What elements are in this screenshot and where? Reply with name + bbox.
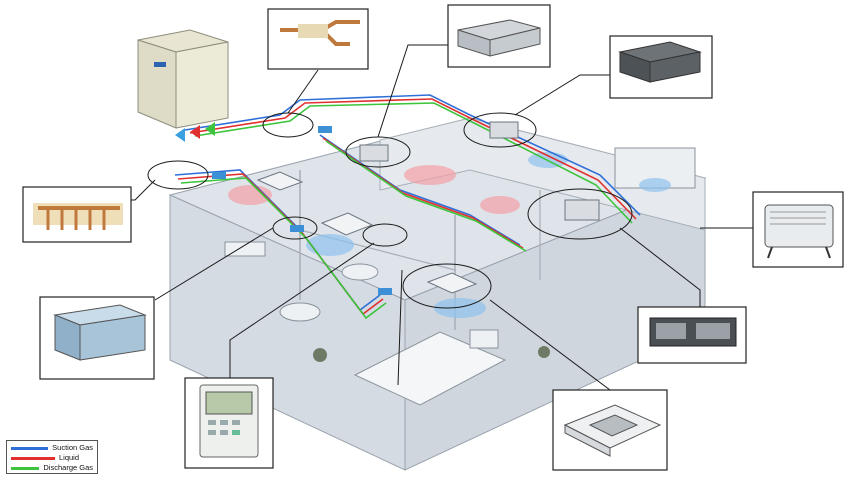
round-table — [341, 263, 379, 281]
leader-line — [154, 227, 274, 301]
ceiling-concealed-unit-icon — [618, 41, 702, 83]
flow-arrow-blue — [175, 128, 185, 142]
outdoor-unit-logo — [154, 62, 166, 67]
cassette-unit — [426, 272, 478, 294]
liquid-pipe — [189, 98, 637, 220]
leader-line — [229, 242, 375, 378]
discharge-gas-pipe — [325, 140, 527, 252]
suction-gas-pipe — [184, 94, 641, 216]
leader-line — [514, 74, 610, 116]
legend-row-suction: Suction Gas — [11, 443, 93, 453]
high-static-duct-unit-icon — [649, 317, 737, 347]
leader-line — [128, 179, 156, 201]
convector-heater-icon — [764, 204, 834, 259]
flow-arrow-red — [190, 125, 200, 139]
zoom-circle — [463, 112, 537, 148]
legend-row-liquid: Liquid — [11, 453, 93, 463]
zoom-circles — [147, 112, 633, 309]
indoor-units — [212, 121, 600, 295]
cold-air-plume — [434, 298, 486, 318]
ducted-indoor-unit-icon — [457, 19, 541, 57]
bs-box — [378, 288, 392, 295]
legend-label-suction: Suction Gas — [52, 443, 93, 452]
conference-table — [353, 331, 507, 406]
legend-label-liquid: Liquid — [59, 453, 80, 462]
outdoor-unit-front — [137, 39, 177, 129]
warm-air-plume — [404, 165, 456, 185]
bs-box — [318, 126, 332, 133]
duct-unit — [359, 144, 389, 162]
round-table — [279, 302, 321, 322]
desk — [224, 241, 266, 257]
leader-line — [287, 69, 319, 114]
cassette-unit-icon — [563, 404, 662, 457]
callout-box-refnet-joint — [267, 8, 369, 70]
outdoor-unit — [137, 29, 229, 142]
legend-swatch-discharge — [11, 466, 40, 470]
refnet-joint-icon — [280, 20, 360, 46]
legend-row-discharge: Discharge Gas — [11, 463, 93, 473]
flow-arrow-green — [205, 122, 215, 136]
cold-air-plume — [639, 178, 671, 192]
bs-box — [212, 172, 226, 179]
refnet-header-icon — [33, 203, 123, 230]
pipe-legend: Suction Gas Liquid Discharge Gas — [6, 440, 98, 474]
legend-label-discharge: Discharge Gas — [43, 463, 93, 472]
legend-swatch-liquid — [11, 456, 55, 460]
plant — [538, 346, 550, 358]
cassette-unit — [256, 171, 304, 191]
piping — [174, 94, 641, 320]
callouts — [22, 4, 844, 471]
leader-line — [489, 299, 611, 391]
duct-unit — [489, 121, 519, 139]
zoom-circle — [527, 188, 633, 240]
discharge-gas-pipe — [194, 102, 633, 224]
bs-box — [290, 225, 304, 232]
remote-controller-icon — [199, 384, 259, 458]
desk — [469, 329, 499, 349]
legend-swatch-suction — [11, 446, 49, 450]
zoom-circle — [147, 160, 209, 190]
plant — [313, 348, 327, 362]
warm-air-plume — [480, 196, 520, 214]
duct-unit — [564, 199, 600, 221]
leader-line — [377, 44, 448, 138]
zoom-circle — [362, 223, 408, 247]
cold-air-plume — [306, 234, 354, 256]
zoom-circle — [402, 263, 492, 309]
airflow — [228, 152, 671, 318]
cassette-unit — [320, 212, 374, 236]
outdoor-unit-side — [175, 41, 229, 129]
building — [168, 117, 707, 471]
leader-line — [397, 269, 403, 386]
fresh-air-unit-icon — [53, 304, 147, 361]
